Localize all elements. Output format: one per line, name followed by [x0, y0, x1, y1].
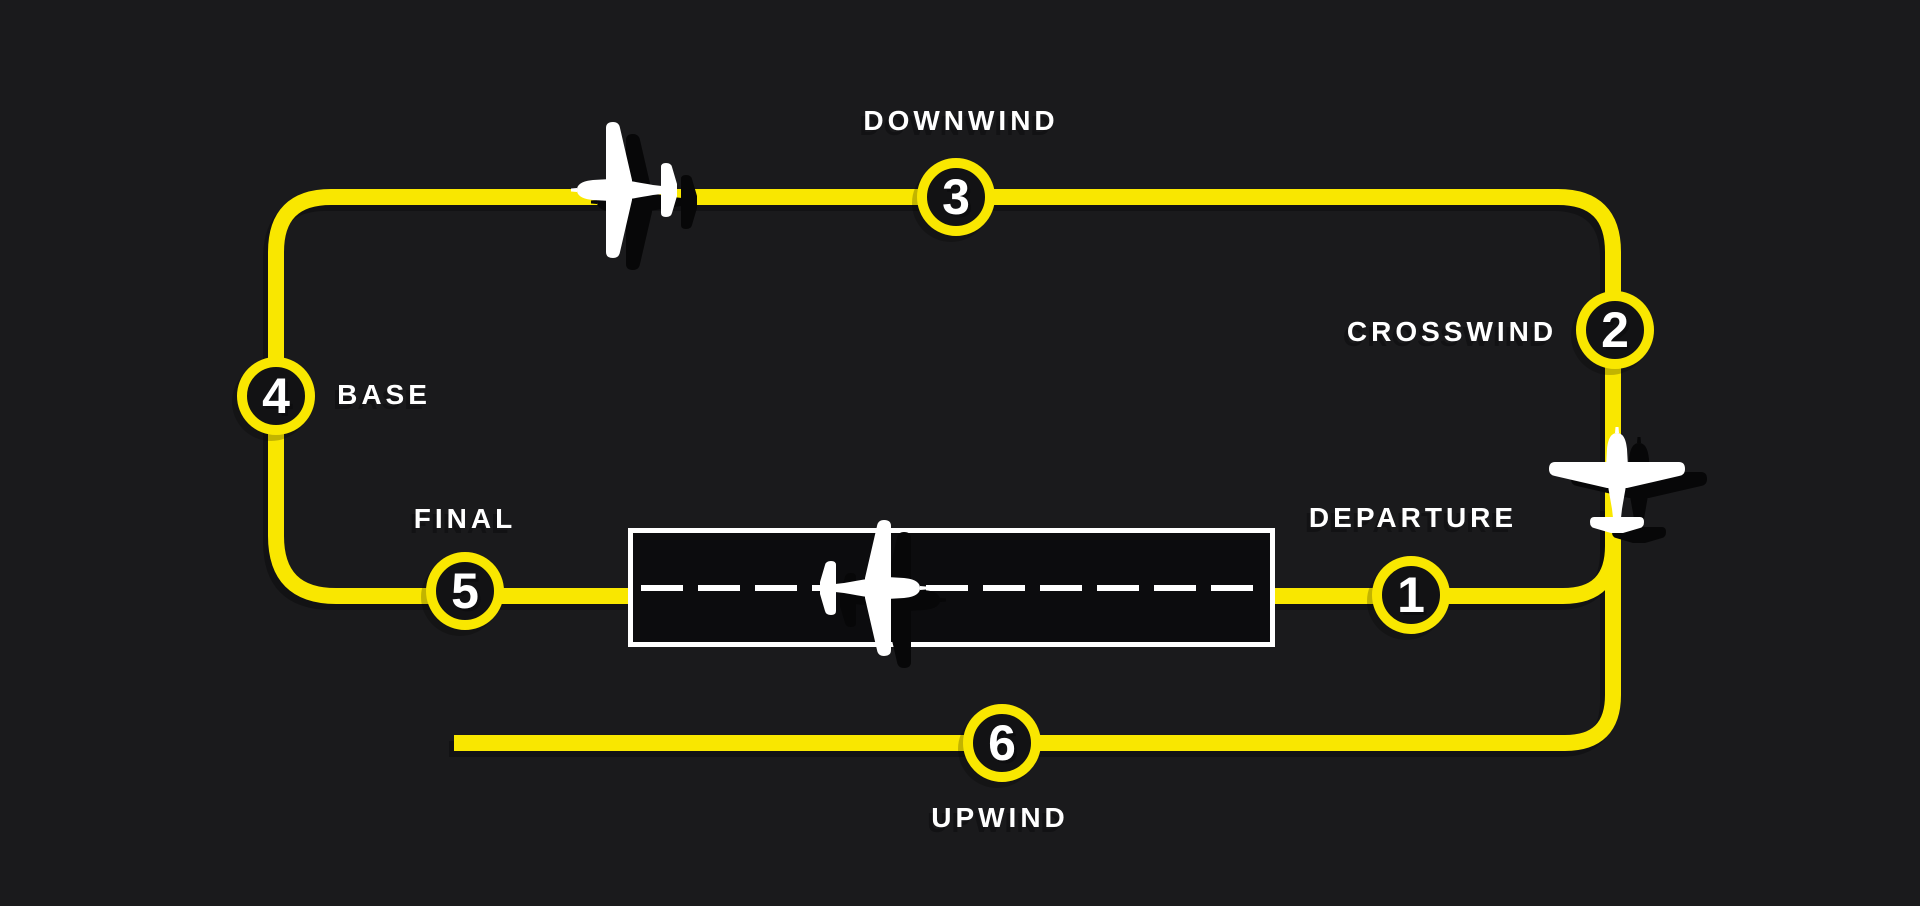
waypoint-number: 4 — [262, 368, 290, 424]
leg-label-departure: DEPARTURE — [1308, 502, 1518, 533]
leg-label-base: BASE — [337, 379, 431, 410]
runway — [628, 528, 1275, 647]
waypoint-circle-upwind: 6 — [963, 704, 1041, 782]
waypoint-number: 6 — [988, 715, 1016, 771]
upwind-path — [454, 505, 1621, 751]
waypoint-circle-downwind: 3 — [917, 158, 995, 236]
waypoint-number: 3 — [942, 169, 970, 225]
leg-label-crosswind: CROSSWIND — [1346, 316, 1558, 347]
waypoint-number: 1 — [1397, 567, 1425, 623]
route-shadow — [263, 195, 1616, 757]
airplane-climb-icon — [1549, 427, 1707, 543]
waypoint-circle-departure: 1 — [1372, 556, 1450, 634]
leg-label-final: FINAL — [413, 503, 517, 534]
leg-label-downwind: DOWNWIND — [863, 105, 1059, 136]
waypoint-circle-base: 4 — [237, 357, 315, 435]
waypoint-number: 5 — [451, 563, 479, 619]
waypoint-circle-crosswind: 2 — [1576, 291, 1654, 369]
leg-label-upwind: UPWIND — [931, 802, 1069, 833]
waypoint-circle-final: 5 — [426, 552, 504, 630]
waypoint-number: 2 — [1601, 302, 1629, 358]
